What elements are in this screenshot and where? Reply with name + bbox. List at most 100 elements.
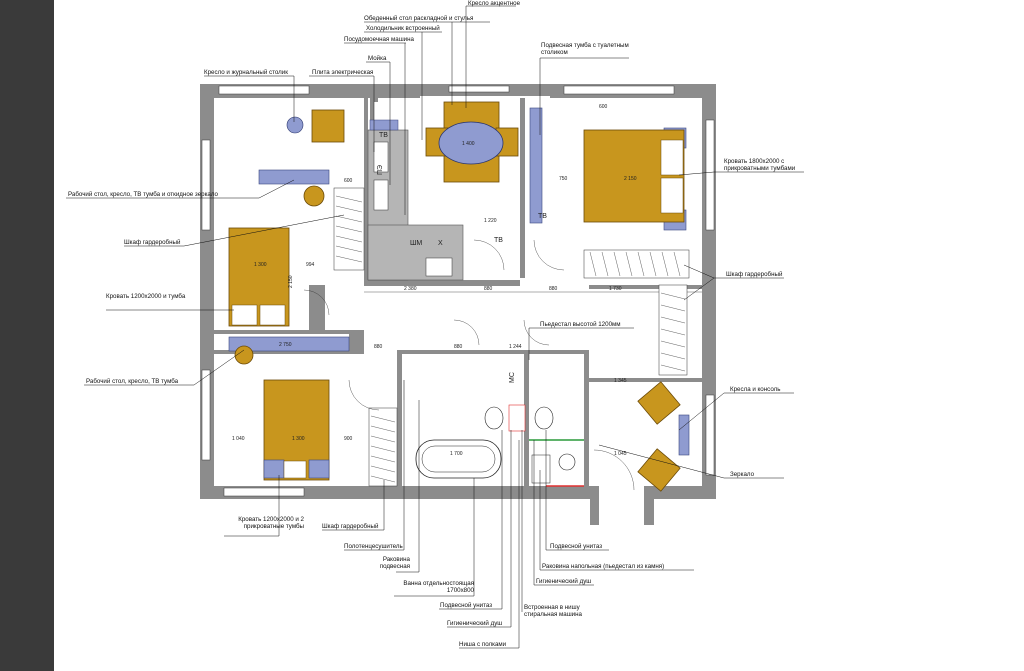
window-7 bbox=[705, 394, 715, 476]
wardrobe-box-3 bbox=[368, 407, 398, 487]
wardrobe-hatch-1 bbox=[335, 195, 363, 263]
leader-workdesk-2-d bbox=[193, 349, 245, 386]
wall-bath-top bbox=[397, 350, 589, 354]
door-arc-7 bbox=[303, 289, 330, 316]
dim-1700: 1 700 bbox=[450, 451, 463, 457]
wall-bedrooms bbox=[214, 330, 364, 334]
label-bath: Ванна отдельностоящая 1700х800 bbox=[403, 580, 474, 594]
label-washer: Встроенная в нишу стиральная машина bbox=[524, 604, 583, 618]
wall-pillar bbox=[309, 285, 325, 330]
window-6 bbox=[705, 119, 715, 231]
leader-wardrobe-2-d2 bbox=[683, 277, 715, 301]
label-pedestal: Подвесная тумба с туалетным столиком bbox=[541, 42, 629, 56]
dim-1730: 1 730 bbox=[609, 286, 622, 292]
label-console: Кресла и консоль bbox=[730, 386, 780, 393]
pillow-4 bbox=[660, 139, 684, 176]
armchair-1 bbox=[311, 109, 345, 143]
bed-1200-top: 1 300 2 150 994 bbox=[228, 227, 315, 327]
dim-1300: 1 300 bbox=[254, 262, 267, 268]
wardrobe-box-2 bbox=[583, 249, 690, 279]
label-sink: Мойка bbox=[368, 55, 387, 62]
desk-chair-1 bbox=[303, 185, 325, 207]
dining: 1 400 bbox=[425, 101, 519, 183]
armchair-r1 bbox=[637, 381, 681, 425]
sink-kitchen bbox=[373, 179, 389, 211]
toilet-1 bbox=[484, 406, 504, 430]
leader-console-d bbox=[678, 392, 725, 431]
dim-2150: 2 150 bbox=[288, 275, 294, 288]
window-1 bbox=[218, 85, 310, 95]
label-bed-1200-2-wrap: Кровать 1200х2000 и 2 прикроватные тумбы bbox=[238, 516, 304, 530]
windows bbox=[201, 85, 715, 497]
label-armchair-table: Кресло и журнальный столик bbox=[204, 69, 288, 76]
mark-x: Х bbox=[438, 240, 443, 247]
label-pedestal-1200: Пьедестал высотой 1200мм bbox=[540, 321, 621, 328]
label-sink-hanging-wrap: Раковина подвесная bbox=[380, 556, 410, 570]
wardrobe-right bbox=[583, 249, 690, 376]
bathrooms: 1 700 МС bbox=[403, 372, 584, 487]
living-top-left bbox=[258, 109, 345, 207]
label-bath-wrap: Ванна отдельностоящая 1700х800 bbox=[403, 580, 474, 594]
kitchen-tv bbox=[369, 119, 399, 131]
floor-plan: ШМ Х ПЭ ТВ 1 400 1 300 2 150 994 2 750 bbox=[66, 0, 804, 649]
dim-1400: 1 400 bbox=[462, 141, 475, 147]
wall-bath-left bbox=[397, 352, 402, 486]
wall-hall-right bbox=[589, 378, 702, 382]
wardrobe-left-3 bbox=[368, 407, 398, 487]
wall-bath-right bbox=[584, 352, 589, 486]
label-wardrobe-3: Шкаф гардеробный bbox=[322, 523, 379, 530]
leader-workdesk-1-d bbox=[258, 179, 295, 199]
label-mirror: Зеркало bbox=[730, 471, 755, 478]
dim-880-a: 880 bbox=[484, 286, 493, 292]
label-hyg-2: Гигиенический душ bbox=[536, 578, 591, 585]
dim-880-c: 880 bbox=[374, 344, 383, 350]
label-towel: Полотенцесушитель bbox=[344, 543, 403, 550]
mark-tv-kitchen: ТВ bbox=[379, 132, 388, 139]
coffee-table bbox=[286, 116, 304, 134]
armchairs-console-group: 1 345 1 045 bbox=[614, 378, 690, 492]
corridor-dims: 2 380 880 880 1 730 1 220 1 244 880 880 bbox=[364, 218, 702, 350]
dim-600-b: 600 bbox=[599, 104, 608, 110]
label-bed-1800-wrap: Кровать 1800х2000 с прикроватными тумбам… bbox=[724, 158, 795, 172]
drawing-sheet: ШМ Х ПЭ ТВ 1 400 1 300 2 150 994 2 750 bbox=[54, 0, 1024, 671]
label-pedestal-wrap: Подвесная тумба с туалетным столиком bbox=[541, 42, 629, 56]
window-5 bbox=[201, 369, 211, 461]
window-8 bbox=[223, 487, 305, 497]
sink-hanging bbox=[531, 454, 551, 484]
window-3 bbox=[563, 85, 675, 95]
wall-bath-mid bbox=[524, 352, 529, 486]
pillow-2 bbox=[259, 304, 286, 326]
toilet-2 bbox=[534, 406, 554, 430]
dining-table bbox=[438, 121, 504, 165]
dim-880-b: 880 bbox=[549, 286, 558, 292]
bed-1200-bottom: 1 300 1 040 900 bbox=[232, 379, 353, 481]
wall-notch-r bbox=[644, 486, 654, 525]
leader-mirror-d bbox=[598, 444, 725, 479]
label-dining: Обеденный стол раскладной и стулья bbox=[364, 15, 473, 22]
mark-tv-bed: ТВ bbox=[538, 213, 547, 220]
label-wc-2: Подвесной унитаз bbox=[550, 543, 602, 550]
door-arc-2 bbox=[533, 239, 565, 271]
tv-cabinet-bed bbox=[529, 107, 543, 224]
label-armchair-accent: Кресло акцентное bbox=[468, 0, 521, 7]
misc-dims: 600 600 bbox=[344, 104, 608, 184]
leader-bed-1800-d bbox=[678, 171, 715, 176]
workdesk-2 bbox=[228, 336, 350, 352]
window-4 bbox=[201, 139, 211, 231]
pillow-5 bbox=[660, 177, 684, 214]
pillow-1 bbox=[231, 304, 258, 326]
sink-floor bbox=[558, 453, 576, 471]
kitchen: ШМ Х ПЭ ТВ bbox=[367, 119, 464, 281]
wall-corner bbox=[349, 330, 364, 354]
door-arc-1 bbox=[473, 239, 505, 271]
dim-2750: 2 750 bbox=[279, 342, 292, 348]
mark-pe: ПЭ bbox=[377, 165, 384, 175]
wall-kitchen-left bbox=[364, 98, 368, 284]
stove bbox=[373, 141, 389, 173]
dim-1045: 1 045 bbox=[614, 451, 627, 457]
dim-1244: 1 244 bbox=[509, 344, 522, 350]
wall-bed2-bottom bbox=[589, 285, 702, 289]
nightstand-1 bbox=[263, 459, 285, 479]
dim-600-a: 600 bbox=[344, 178, 353, 184]
label-workdesk-2: Рабочий стол, кресло, ТВ тумба bbox=[86, 378, 179, 385]
